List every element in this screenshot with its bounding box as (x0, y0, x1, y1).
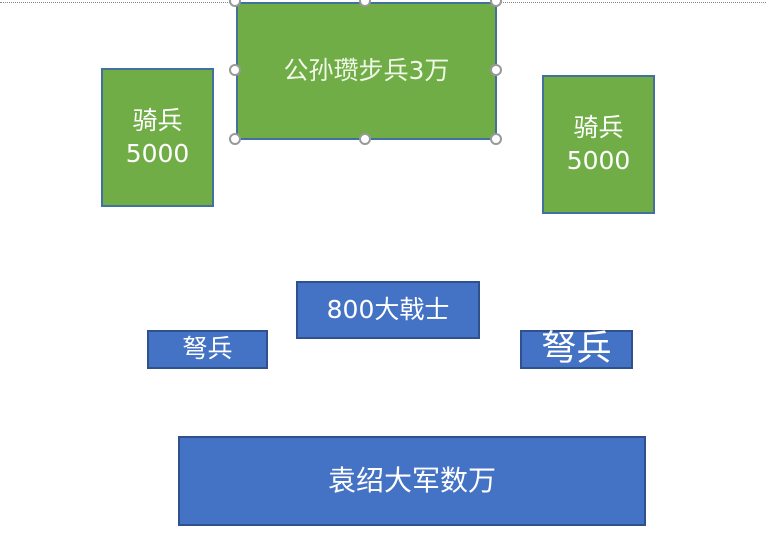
shape-text-line1: 骑兵 (132, 106, 183, 135)
shape-text: 800大戟士 (326, 294, 450, 324)
resize-handle-n[interactable] (359, 0, 371, 7)
shape-text[interactable]: 公孙瓒步兵3万 (283, 55, 450, 85)
resize-handle-e[interactable] (490, 64, 502, 76)
shape-yuan-army[interactable]: 袁绍大军数万 (178, 436, 646, 526)
shape-text-line2: 5000 (566, 145, 631, 175)
resize-handle-se[interactable] (490, 133, 502, 145)
resize-handle-sw[interactable] (229, 133, 241, 145)
shape-crossbow-right[interactable]: 弩兵 (520, 329, 633, 369)
resize-handle-w[interactable] (229, 64, 241, 76)
shape-cavalry-left[interactable]: 骑兵 5000 (101, 68, 214, 207)
shape-halberd-soldiers[interactable]: 800大戟士 (296, 281, 480, 339)
shape-crossbow-left[interactable]: 弩兵 (147, 330, 268, 369)
resize-handle-ne[interactable] (490, 0, 502, 7)
shape-text-line2: 5000 (125, 138, 190, 168)
resize-handle-s[interactable] (359, 133, 371, 145)
shape-gongsun-infantry[interactable]: 公孙瓒步兵3万 (236, 2, 497, 140)
shape-text-line1: 骑兵 (573, 113, 624, 142)
shape-cavalry-right[interactable]: 骑兵 5000 (542, 75, 655, 214)
shape-text: 弩兵 (182, 334, 233, 364)
shape-text: 袁绍大军数万 (327, 463, 496, 497)
resize-handle-nw[interactable] (229, 0, 241, 7)
shape-text: 弩兵 (541, 328, 612, 369)
